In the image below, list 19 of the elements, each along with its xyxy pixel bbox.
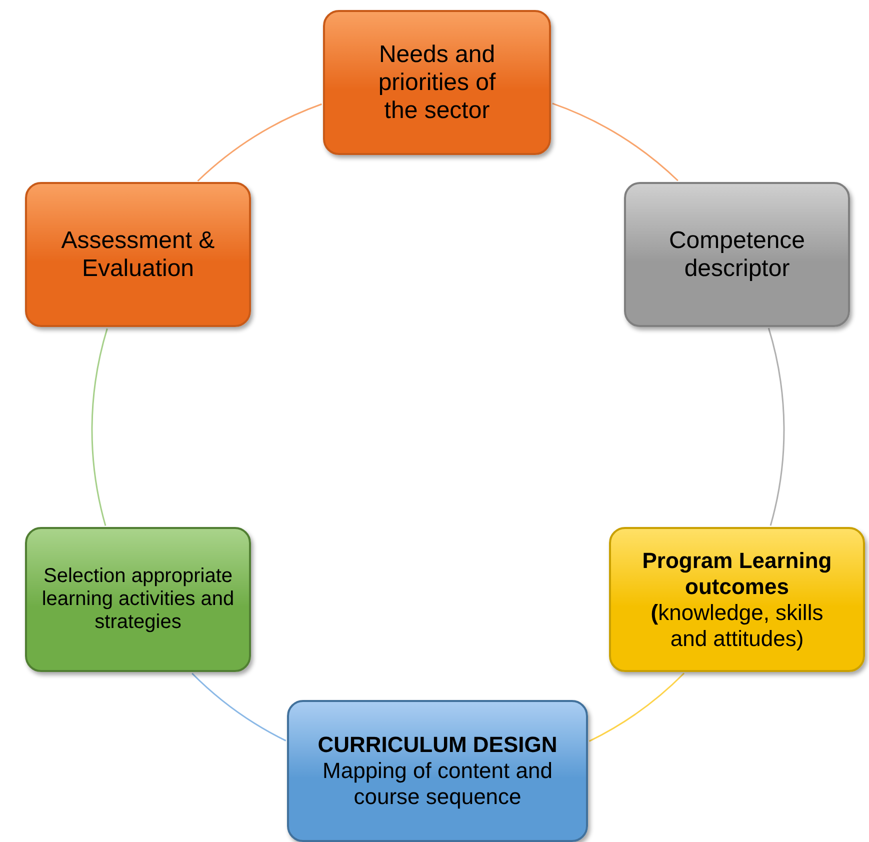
box-heading: CURRICULUM DESIGN — [318, 732, 558, 758]
box-text: Needs and priorities of the sector — [377, 40, 497, 124]
process-box — [25, 527, 251, 672]
process-box — [624, 182, 850, 327]
connector-arc — [588, 672, 685, 742]
box-text: Program Learning outcomes (knowledge, skills and attitudes) — [641, 548, 833, 652]
process-box — [609, 527, 865, 672]
process-box — [323, 10, 551, 155]
box-text: Assessment & Evaluation — [60, 226, 216, 282]
box-text: Selection appropriate learning activities and strategies — [40, 565, 236, 634]
process-box — [287, 700, 588, 842]
connector-arc — [197, 103, 322, 182]
box-text: Mapping of content and course sequence — [322, 758, 554, 810]
connector-arc — [92, 328, 108, 526]
connector-arc — [768, 328, 784, 526]
connector-arc — [552, 102, 678, 182]
box-text: Competence descriptor — [668, 226, 806, 282]
process-box — [25, 182, 251, 327]
connector-arc — [192, 672, 286, 742]
